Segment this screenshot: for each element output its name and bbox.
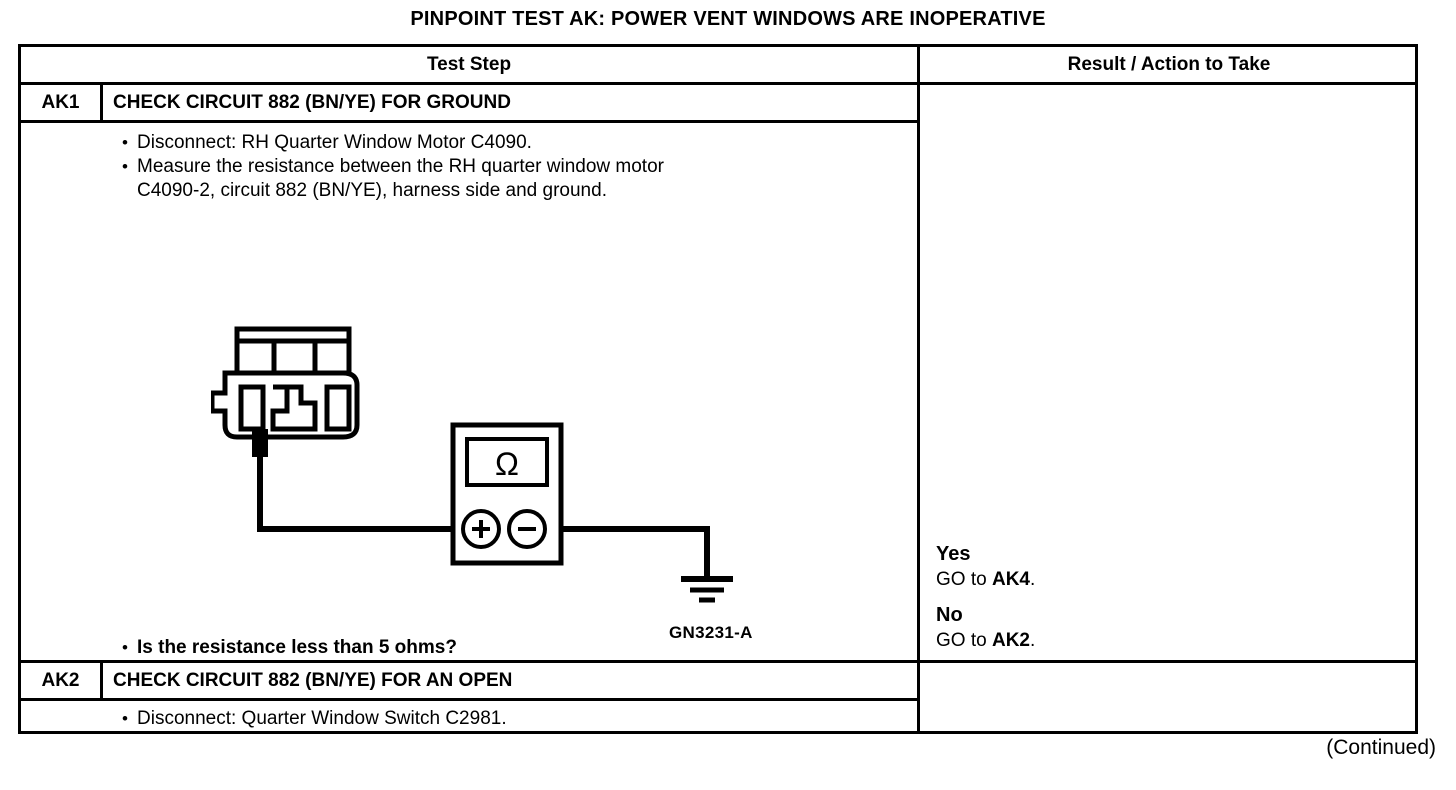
test-circuit-diagram: Ω GN3231-A bbox=[211, 315, 831, 655]
connector-top-block bbox=[234, 326, 352, 376]
circuit-schematic: Ω bbox=[211, 326, 733, 603]
lead-wire-negative bbox=[561, 526, 710, 579]
result-action-target-ak4[interactable]: AK4 bbox=[991, 569, 1030, 590]
result-answer-no: No bbox=[936, 604, 963, 626]
ohm-symbol: Ω bbox=[495, 446, 519, 482]
step-label-ak2: AK2 bbox=[41, 670, 80, 691]
list-item: • Disconnect: Quarter Window Switch C298… bbox=[113, 707, 903, 731]
step-bullet-text: Disconnect: Quarter Window Switch C2981. bbox=[137, 708, 507, 729]
pinpoint-test-table: Test Step Result / Action to Take AK1 CH… bbox=[18, 44, 1418, 734]
connector-body bbox=[211, 370, 360, 440]
result-action-prefix: GO to bbox=[936, 569, 992, 590]
step-label-ak1: AK1 bbox=[41, 92, 80, 113]
step-bullet-text: Measure the resistance between the RH qu… bbox=[137, 156, 664, 201]
step-label-divider-ak1 bbox=[100, 85, 103, 120]
lead-wire-positive bbox=[257, 433, 456, 532]
step-question-text: Is the resistance less than 5 ohms? bbox=[137, 637, 457, 658]
bullet-icon: • bbox=[122, 133, 128, 152]
step-rule-ak2 bbox=[21, 698, 917, 701]
list-item: • Measure the resistance between the RH … bbox=[113, 155, 903, 203]
result-action-block: Yes GO to AK4. No GO to AK2. bbox=[936, 542, 1406, 664]
connector-cavity-2 bbox=[270, 384, 318, 432]
row-rule-ak2 bbox=[21, 660, 1415, 663]
header-rule bbox=[21, 82, 1415, 85]
meter-display bbox=[465, 437, 549, 487]
result-action-suffix: . bbox=[1029, 569, 1036, 590]
result-action-yes: GO to AK4. bbox=[936, 567, 1406, 592]
result-action-prefix: GO to bbox=[936, 630, 992, 651]
bullet-icon: • bbox=[122, 157, 128, 176]
step-bullet-text: Disconnect: RH Quarter Window Motor C409… bbox=[137, 132, 532, 153]
plus-icon bbox=[472, 520, 490, 538]
column-header-test-step: Test Step bbox=[426, 54, 512, 75]
column-header-result-action: Result / Action to Take bbox=[1067, 54, 1271, 75]
step-rule-ak1 bbox=[21, 120, 917, 123]
continued-note: (Continued) bbox=[1326, 736, 1436, 759]
ground-symbol bbox=[681, 576, 733, 603]
multimeter: Ω bbox=[450, 422, 564, 566]
step-title-ak1: CHECK CIRCUIT 882 (BN/YE) FOR GROUND bbox=[113, 92, 511, 113]
result-action-no: GO to AK2. bbox=[936, 628, 1406, 653]
connector-cavity-1 bbox=[238, 384, 266, 432]
bullet-icon: • bbox=[122, 709, 128, 728]
figure-id-label: GN3231-A bbox=[669, 623, 753, 642]
list-item: • Is the resistance less than 5 ohms? bbox=[113, 636, 903, 660]
bullet-icon: • bbox=[122, 638, 128, 657]
step-title-ak2: CHECK CIRCUIT 882 (BN/YE) FOR AN OPEN bbox=[113, 670, 513, 691]
result-action-suffix: . bbox=[1029, 630, 1036, 651]
result-action-target-ak2[interactable]: AK2 bbox=[991, 630, 1030, 651]
result-answer-yes: Yes bbox=[936, 543, 971, 565]
connector-cavity-3 bbox=[324, 384, 352, 432]
page-title: PINPOINT TEST AK: POWER VENT WINDOWS ARE… bbox=[410, 8, 1046, 30]
step-label-divider-ak2 bbox=[100, 663, 103, 698]
list-item: • Disconnect: RH Quarter Window Motor C4… bbox=[113, 131, 903, 155]
column-divider bbox=[917, 47, 920, 731]
